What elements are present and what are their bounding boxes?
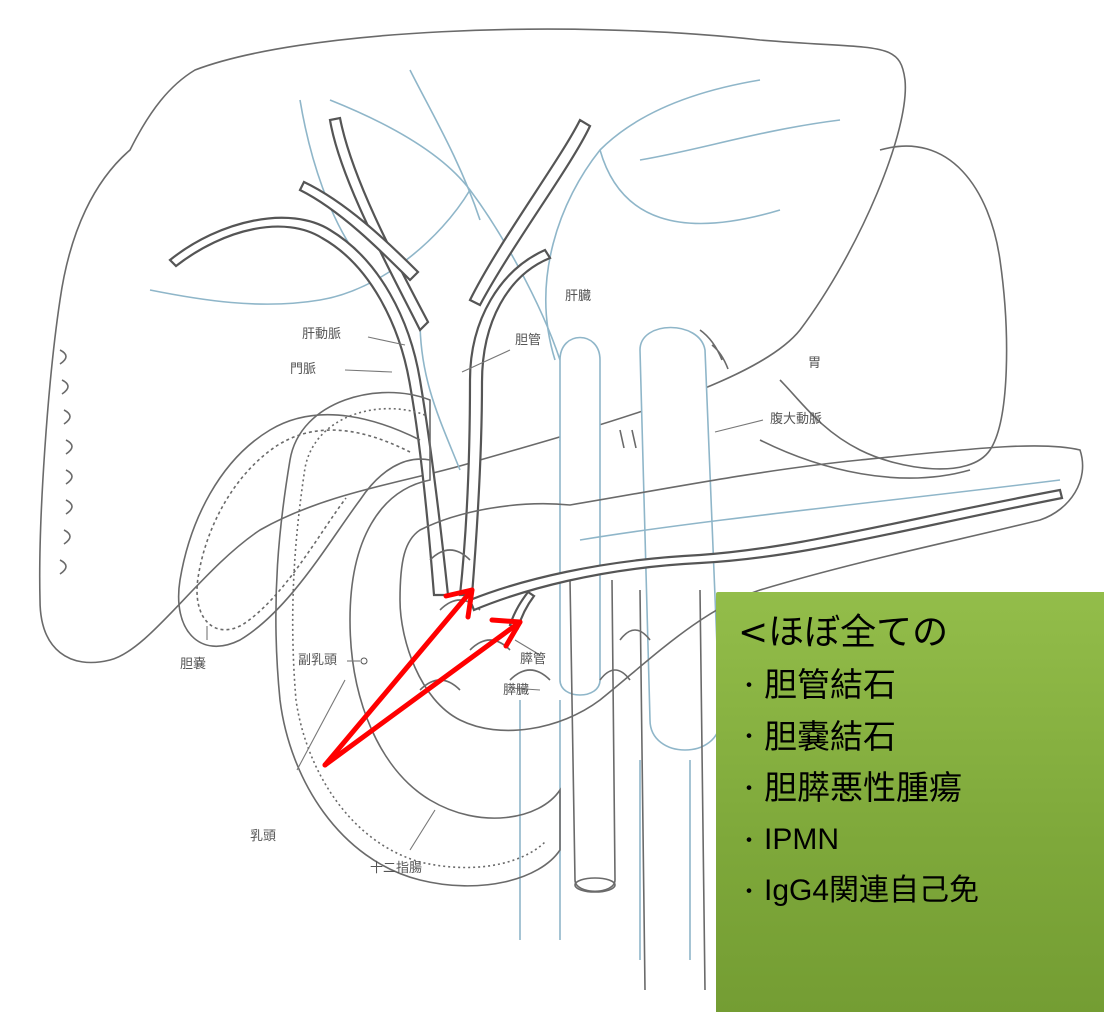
- label-papilla: 乳頭: [250, 829, 276, 844]
- label-stomach: 胃: [808, 356, 821, 371]
- stomach-outline: [779, 145, 1008, 470]
- label-duodenum: 十二指腸: [370, 861, 422, 876]
- info-box: <ほぼ全ての ・胆管結石 ・胆嚢結石 ・胆膵悪性腫瘍 ・IPMN ・IgG4関連…: [716, 592, 1104, 1012]
- label-gallbladder: 胆嚢: [180, 656, 206, 672]
- list-item: ・IgG4関連自己免: [738, 873, 980, 907]
- red-arrows: [322, 587, 523, 768]
- duodenum-outline: [275, 391, 561, 887]
- vessel-tree: [149, 69, 1061, 960]
- label-portal-vein: 門脈: [290, 362, 316, 377]
- list-item: ・IPMN: [738, 822, 840, 856]
- gallbladder-outline: [177, 413, 431, 647]
- list-item-text: 胆嚢結石: [764, 716, 897, 756]
- pancreas-outline: [399, 445, 1084, 732]
- list-item: ・胆管結石: [738, 665, 897, 704]
- arrow-to-pancreatic-duct: [322, 619, 523, 768]
- label-hepatic-artery: 肝動脈: [302, 327, 341, 342]
- list-item-text: 胆膵悪性腫瘍: [764, 768, 963, 807]
- label-pancreas: 膵臓: [503, 683, 529, 698]
- info-list: ・胆管結石 ・胆嚢結石 ・胆膵悪性腫瘍 ・IPMN ・IgG4関連自己免: [738, 660, 1104, 917]
- label-minor-papilla: 副乳頭: [298, 653, 337, 668]
- list-item: ・胆膵悪性腫瘍: [738, 768, 963, 807]
- arrow-to-bile-duct: [322, 587, 475, 768]
- list-item-text: IPMN: [764, 822, 840, 856]
- label-aorta: 腹大動脈: [770, 411, 822, 427]
- label-pancreatic-duct: 膵管: [520, 652, 546, 667]
- list-item: ・胆嚢結石: [738, 716, 897, 756]
- pancreatic-duct: [468, 488, 1064, 612]
- bile-duct-tree: [168, 116, 592, 597]
- list-item-text: IgG4関連自己免: [764, 873, 980, 907]
- liver-outline: [38, 28, 907, 664]
- label-bile-duct: 胆管: [515, 333, 541, 348]
- list-item-text: 胆管結石: [764, 665, 897, 704]
- label-liver: 肝臓: [565, 289, 591, 304]
- info-heading: <ほぼ全ての: [738, 612, 949, 653]
